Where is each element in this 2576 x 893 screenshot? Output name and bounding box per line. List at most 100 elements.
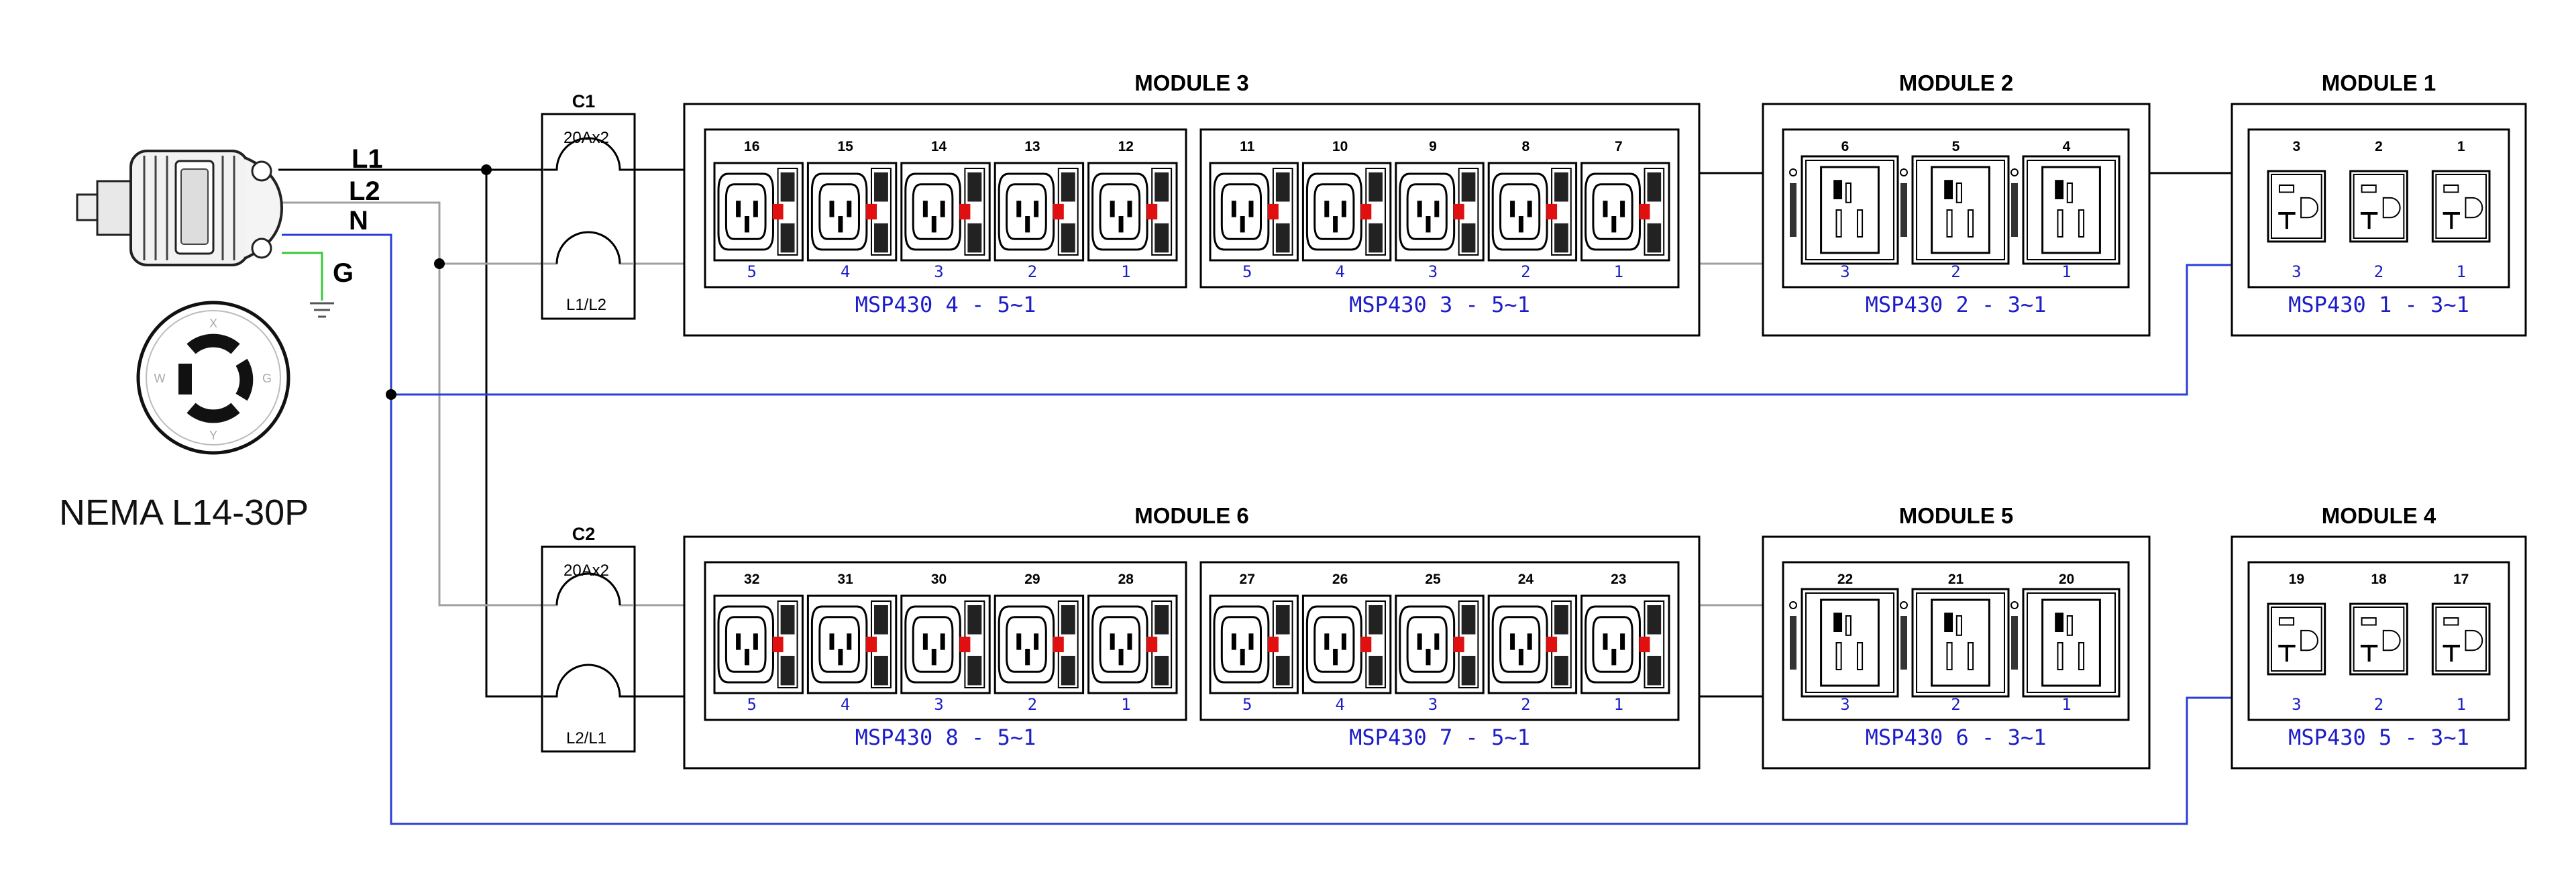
- outlet: 13 2: [994, 139, 1085, 281]
- module-title: MODULE 3: [1134, 70, 1249, 95]
- breaker-rating: 20Ax2: [564, 562, 609, 580]
- l1-label: L1: [352, 144, 383, 174]
- outlet-number: 19: [2289, 572, 2304, 587]
- outlet: 27 5: [1209, 572, 1299, 714]
- module-title: MODULE 4: [2322, 503, 2436, 528]
- outlet-number: 4: [2063, 139, 2071, 154]
- breaker-c1: C1 20Ax2 L1/L2: [541, 91, 636, 320]
- outlet: 41: [2010, 139, 2121, 281]
- outlet-index: 2: [1028, 262, 1037, 281]
- outlet-index: 2: [1521, 262, 1530, 281]
- outlet-number: 5: [1952, 139, 1960, 154]
- outlet-number: 13: [1024, 139, 1040, 154]
- outlet-number: 25: [1425, 572, 1441, 587]
- outlet: 22: [2349, 139, 2408, 281]
- outlet-number: 8: [1522, 139, 1530, 154]
- nema-plug-face-icon: X Y W G: [136, 301, 290, 455]
- outlet-number: 17: [2453, 572, 2469, 587]
- outlet-index: 4: [1335, 695, 1344, 714]
- module-title: MODULE 2: [1899, 70, 2014, 95]
- outlet-index: 1: [1614, 695, 1623, 714]
- outlet-index: 3: [1840, 262, 1849, 281]
- module-title: MODULE 1: [2322, 70, 2436, 95]
- outlet-index: 2: [1951, 262, 1960, 281]
- ground-symbol: [310, 302, 334, 318]
- module-title: MODULE 5: [1899, 503, 2014, 528]
- outlet-index: 3: [2292, 262, 2301, 281]
- outlet-number: 16: [744, 139, 759, 154]
- msp430-group-label: MSP430 5 - 3~1: [2288, 725, 2469, 750]
- outlet: 20 1: [2010, 572, 2121, 714]
- outlet-number: 31: [837, 572, 853, 587]
- outlet-number: 21: [1948, 572, 1964, 587]
- l2-wire: [278, 201, 1763, 607]
- outlet-number: 22: [1837, 572, 1853, 587]
- outlet-number: 23: [1611, 572, 1626, 587]
- outlet-index: 5: [747, 695, 756, 714]
- breaker-rating: 20Ax2: [564, 129, 609, 147]
- ground-wire: [282, 252, 323, 301]
- outlet-number: 29: [1024, 572, 1040, 587]
- outlet-index: 3: [934, 262, 943, 281]
- outlet: 31 4: [806, 572, 898, 714]
- outlet-index: 1: [2061, 262, 2071, 281]
- outlet-index: 5: [1242, 262, 1252, 281]
- outlet: 26 4: [1301, 572, 1392, 714]
- outlet: 30 3: [900, 572, 991, 714]
- outlet: 242: [1487, 572, 1578, 714]
- outlet-number: 30: [931, 572, 947, 587]
- outlet: 121: [1087, 139, 1178, 281]
- outlet-index: 2: [2374, 262, 2383, 281]
- outlet: 82: [1487, 139, 1578, 281]
- outlet-index: 1: [1121, 695, 1130, 714]
- outlet-index: 1: [1614, 262, 1623, 281]
- outlet-index: 4: [1335, 262, 1344, 281]
- outlet-number: 10: [1332, 139, 1348, 154]
- outlet: 11 5: [1209, 139, 1299, 281]
- msp430-group-label: MSP430 4 - 5~1: [855, 292, 1036, 317]
- outlet-number: 3: [2292, 139, 2300, 154]
- outlet: 52: [1900, 139, 2010, 281]
- outlet-index: 5: [1242, 695, 1252, 714]
- outlet: 16 5: [713, 139, 804, 281]
- outlet: 71: [1580, 139, 1670, 281]
- outlet-number: 7: [1615, 139, 1623, 154]
- outlet: 292: [994, 572, 1085, 714]
- pin-y-label: Y: [209, 429, 217, 442]
- outlet-index: 3: [2292, 695, 2301, 714]
- outlet-number: 32: [744, 572, 759, 587]
- outlet-index: 3: [934, 695, 943, 714]
- outlet-number: 9: [1429, 139, 1437, 154]
- outlet-number: 27: [1240, 572, 1255, 587]
- outlet-index: 1: [2456, 695, 2465, 714]
- outlet-index: 1: [2061, 695, 2071, 714]
- outlet: 23 1: [1580, 572, 1670, 714]
- outlet-number: 26: [1332, 572, 1348, 587]
- outlet-number: 18: [2371, 572, 2387, 587]
- neutral-wire: [282, 233, 2232, 825]
- outlet-index: 3: [1428, 262, 1438, 281]
- outlet-index: 2: [1521, 695, 1530, 714]
- outlet: 182: [2349, 572, 2408, 714]
- plug-model-label: NEMA L14-30P: [59, 492, 309, 533]
- g-label: G: [333, 258, 354, 288]
- pin-g-label: G: [262, 372, 272, 385]
- outlet-index: 5: [747, 262, 756, 281]
- outlet-index: 4: [841, 695, 850, 714]
- outlet-number: 14: [931, 139, 947, 154]
- outlet-index: 1: [1121, 262, 1130, 281]
- outlet-number: 11: [1240, 139, 1255, 154]
- outlet: 11: [2431, 139, 2491, 281]
- outlet-number: 20: [2059, 572, 2074, 587]
